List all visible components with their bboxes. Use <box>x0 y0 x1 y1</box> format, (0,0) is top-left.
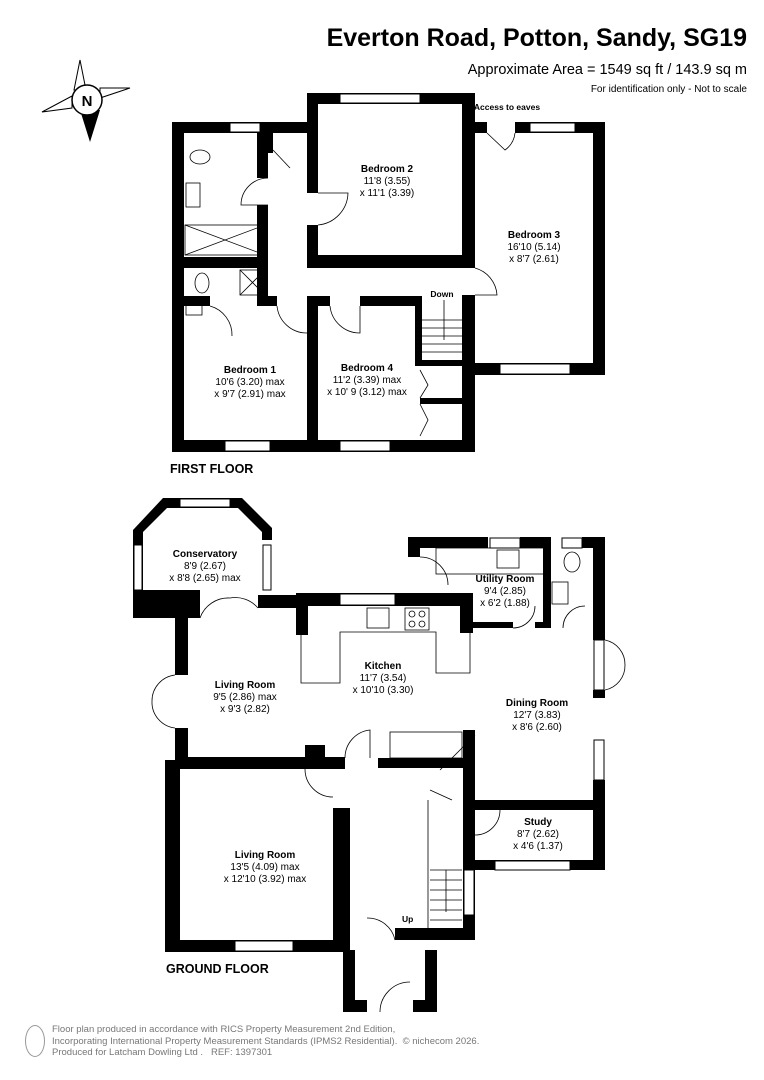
kitchen-worktop <box>300 606 471 684</box>
svg-text:13'5 (4.09) max: 13'5 (4.09) max <box>230 862 299 873</box>
rics-person-icon <box>25 1025 45 1057</box>
room-bedroom-3: Bedroom 3 16'10 (5.14) x 8'7 (2.61) <box>507 230 560 265</box>
sink-icon <box>496 549 520 569</box>
room-dining-room: Dining Room 12'7 (3.83) x 8'6 (2.60) <box>506 698 568 733</box>
footer-line-1: Floor plan produced in accordance with R… <box>52 1024 396 1035</box>
room-utility-room: Utility Room 9'4 (2.85) x 6'2 (1.88) <box>476 574 535 609</box>
svg-text:12'7 (3.83): 12'7 (3.83) <box>513 710 561 721</box>
room-bedroom-2: Bedroom 2 11'8 (3.55) x 11'1 (3.39) <box>360 164 415 199</box>
svg-text:9'5 (2.86) max: 9'5 (2.86) max <box>213 692 277 703</box>
svg-text:x 8'6 (2.60): x 8'6 (2.60) <box>512 722 562 733</box>
footer-line-2: Incorporating International Property Mea… <box>52 1035 398 1047</box>
svg-text:x 11'1 (3.39): x 11'1 (3.39) <box>360 188 415 199</box>
north-arrow-compass-icon: N <box>41 59 131 142</box>
ground-floor-doors[interactable] <box>151 556 626 1013</box>
footer-copyright: © nichecom 2026. <box>402 1035 480 1047</box>
svg-text:8'9 (2.67): 8'9 (2.67) <box>184 561 226 572</box>
first-floor-doors[interactable] <box>209 132 516 437</box>
svg-text:9'4 (2.85): 9'4 (2.85) <box>484 586 526 597</box>
room-living-room-lower: Living Room 13'5 (4.09) max x 12'10 (3.9… <box>224 850 307 885</box>
room-study: Study 8'7 (2.62) x 4'6 (1.37) <box>513 817 563 852</box>
basin-icon <box>185 182 201 208</box>
toilet-icon <box>189 149 211 165</box>
svg-text:x 6'2 (1.88): x 6'2 (1.88) <box>480 598 530 609</box>
room-bedroom-1: Bedroom 1 10'6 (3.20) max x 9'7 (2.91) m… <box>214 365 285 400</box>
first-floor-label: FIRST FLOOR <box>170 462 253 476</box>
sink-icon <box>366 607 390 629</box>
basin-icon <box>551 581 569 605</box>
footer-line-3: Produced for Latcham Dowling Ltd . <box>52 1047 204 1058</box>
toilet-icon <box>194 272 210 294</box>
svg-text:Living Room: Living Room <box>235 850 296 861</box>
ground-floor-fixtures <box>300 547 581 759</box>
footer-text: Floor plan produced in accordance with R… <box>52 1024 479 1059</box>
svg-text:Bedroom 2: Bedroom 2 <box>361 164 414 175</box>
svg-text:x 4'6 (1.37): x 4'6 (1.37) <box>513 841 563 852</box>
svg-text:16'10 (5.14): 16'10 (5.14) <box>507 242 560 253</box>
stairs-down-label: Down <box>430 289 453 299</box>
svg-text:Utility Room: Utility Room <box>476 574 535 585</box>
svg-text:x 9'7 (2.91) max: x 9'7 (2.91) max <box>214 389 285 400</box>
svg-text:11'8 (3.55): 11'8 (3.55) <box>364 176 411 187</box>
utility-worktop <box>435 547 545 575</box>
first-floor-fixtures <box>184 149 266 316</box>
room-bedroom-4: Bedroom 4 11'2 (3.39) max x 10' 9 (3.12)… <box>327 363 407 398</box>
hob-icon <box>404 607 430 631</box>
bath-icon <box>184 224 266 256</box>
svg-text:11'2 (3.39) max: 11'2 (3.39) max <box>333 375 401 386</box>
svg-text:x 9'3 (2.82): x 9'3 (2.82) <box>220 704 270 715</box>
room-kitchen: Kitchen 11'7 (3.54) x 10'10 (3.30) <box>353 661 414 696</box>
footer-ref: REF: 1397301 <box>210 1047 273 1058</box>
svg-text:Bedroom 3: Bedroom 3 <box>508 230 561 241</box>
svg-text:Study: Study <box>524 817 552 828</box>
compass-north-label: N <box>82 93 93 110</box>
basin-icon <box>185 299 203 316</box>
svg-text:Kitchen: Kitchen <box>365 661 402 672</box>
access-to-eaves-label: Access to eaves <box>474 102 540 112</box>
svg-text:x 8'7 (2.61): x 8'7 (2.61) <box>509 254 559 265</box>
toilet-icon <box>563 551 581 573</box>
svg-text:x 12'10 (3.92) max: x 12'10 (3.92) max <box>224 874 307 885</box>
property-title: Everton Road, Potton, Sandy, SG19 <box>326 24 747 52</box>
disclaimer-note: For identification only - Not to scale <box>590 84 747 95</box>
stairs-up-label: Up <box>402 914 413 924</box>
approximate-area: Approximate Area = 1549 sq ft / 143.9 sq… <box>467 62 747 78</box>
first-floor-windows[interactable] <box>224 93 576 452</box>
cupboard <box>389 731 463 759</box>
shower-icon <box>239 269 266 296</box>
svg-text:Dining Room: Dining Room <box>506 698 568 709</box>
room-conservatory: Conservatory 8'9 (2.67) x 8'8 (2.65) max <box>169 549 240 584</box>
svg-text:Living Room: Living Room <box>215 680 276 691</box>
svg-text:x 8'8 (2.65) max: x 8'8 (2.65) max <box>169 573 240 584</box>
svg-text:Bedroom 4: Bedroom 4 <box>341 363 394 374</box>
room-living-room-upper: Living Room 9'5 (2.86) max x 9'3 (2.82) <box>213 680 277 715</box>
svg-text:Conservatory: Conservatory <box>173 549 238 560</box>
svg-text:x 10'10 (3.30): x 10'10 (3.30) <box>353 685 414 696</box>
svg-text:10'6 (3.20) max: 10'6 (3.20) max <box>215 377 284 388</box>
ground-floor-label: GROUND FLOOR <box>166 962 269 976</box>
svg-text:x 10' 9 (3.12) max: x 10' 9 (3.12) max <box>327 387 407 398</box>
svg-text:11'7 (3.54): 11'7 (3.54) <box>360 673 407 684</box>
svg-text:8'7 (2.62): 8'7 (2.62) <box>517 829 559 840</box>
svg-text:Bedroom 1: Bedroom 1 <box>224 365 277 376</box>
